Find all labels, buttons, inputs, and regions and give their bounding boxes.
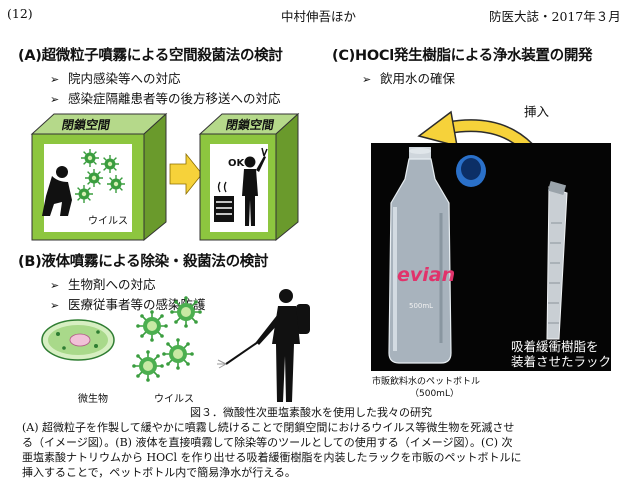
closed-space-cube-1 xyxy=(30,112,168,242)
ok-label: OK！ xyxy=(228,158,255,169)
page-number: (12) xyxy=(7,6,33,21)
bullet-arrow-icon: ➢ xyxy=(362,73,372,86)
pet-bottle xyxy=(388,147,452,364)
panel-b-bullet-2: ➢医療従事者等の感染防護 xyxy=(50,297,206,312)
sprayer-person-icon xyxy=(217,289,310,402)
panel-c: (C)HOCl発生樹脂による浄水装置の開発 ➢飲用水の確保 xyxy=(332,44,593,87)
virus-label-b: ウイルス xyxy=(154,394,194,405)
bullet-arrow-icon: ➢ xyxy=(50,73,60,86)
caption-line-1: (A) 超微粒子を作製して緩やかに噴霧し続けることで閉鎖空間におけるウイルス等微… xyxy=(22,421,515,434)
closed-space-label-1: 閉鎖空間 xyxy=(60,118,112,132)
microbe-label: 微生物 xyxy=(78,394,108,405)
rack-note: 吸着緩衝樹脂を 装着させたラック xyxy=(511,339,611,369)
bottle-caption: 市販飲料水のペットボトル xyxy=(372,377,481,387)
running-authors: 中村伸吾ほか xyxy=(281,9,357,24)
figure-caption: (A) 超微粒子を作製して緩やかに噴霧し続けることで閉鎖空間におけるウイルス等微… xyxy=(22,420,622,480)
right-arrow-icon xyxy=(169,152,203,196)
sick-person-icon xyxy=(42,166,72,216)
closed-space-label-2: 閉鎖空間 xyxy=(224,118,276,132)
panel-b-title: (B)液体噴霧による除染・殺菌法の検討 xyxy=(18,254,269,270)
bullet-arrow-icon: ➢ xyxy=(50,93,60,106)
insert-label: 挿入 xyxy=(524,104,550,119)
panel-a-bullet-2: ➢感染症隔離患者等の後方移送への対応 xyxy=(50,91,281,106)
rack-note-line-1: 吸着緩衝樹脂を xyxy=(511,339,599,354)
bottle-illustration: evian 500mL xyxy=(388,147,568,364)
healthy-person-icon xyxy=(242,147,268,226)
bullet-arrow-icon: ➢ xyxy=(50,299,60,312)
bullet-arrow-icon: ➢ xyxy=(50,279,60,292)
bottle-caption-volume: （500mL） xyxy=(410,389,459,399)
panel-a-illustration xyxy=(30,112,300,242)
panel-c-bullet-1: ➢飲用水の確保 xyxy=(362,71,456,86)
panel-a-title: (A)超微粒子噴霧による空間殺菌法の検討 xyxy=(18,48,283,64)
sprayer-device-icon xyxy=(214,181,234,222)
running-journal: 防医大誌・2017年３月 xyxy=(489,9,621,24)
resin-rack xyxy=(546,180,568,340)
panel-c-title: (C)HOCl発生樹脂による浄水装置の開発 xyxy=(332,48,593,64)
bottle-cap xyxy=(456,155,486,187)
microbe-icon xyxy=(41,319,115,361)
caption-line-2: る（イメージ図）。(B) 液体を直接噴霧して除染等のツールとしての使用する（イメ… xyxy=(22,436,513,449)
bottle-volume: 500mL xyxy=(409,302,433,310)
virus-label-a: ウイルス xyxy=(88,216,128,227)
panel-a-bullet-1: ➢院内感染等への対応 xyxy=(50,71,181,86)
virus-icon xyxy=(131,295,203,383)
caption-line-3: 亜塩素酸ナトリウムから HOCl を作り出せる吸着緩衝樹脂を内装したラックを市販… xyxy=(22,451,522,464)
caption-line-4: 挿入することで，ペットボトル内で簡易浄水が行える。 xyxy=(22,466,296,479)
panel-b-illustration xyxy=(41,289,310,402)
bottle-brand: evian xyxy=(397,264,455,286)
panel-a: (A)超微粒子噴霧による空間殺菌法の検討 ➢院内感染等への対応 ➢感染症隔離患者… xyxy=(18,44,283,107)
figure-title: 図３．微酸性次亜塩素酸水を使用した我々の研究 xyxy=(190,406,432,419)
rack-note-line-2: 装着させたラック xyxy=(511,354,612,369)
panel-b: (B)液体噴霧による除染・殺菌法の検討 ➢生物剤への対応 ➢医療従事者等の感染防… xyxy=(18,250,268,313)
bottle-photo: evian 500mL 吸着緩衝樹脂を 装着させたラック xyxy=(371,143,611,371)
panel-b-bullet-1: ➢生物剤への対応 xyxy=(50,277,156,292)
closed-space-cube-2 xyxy=(198,112,300,242)
